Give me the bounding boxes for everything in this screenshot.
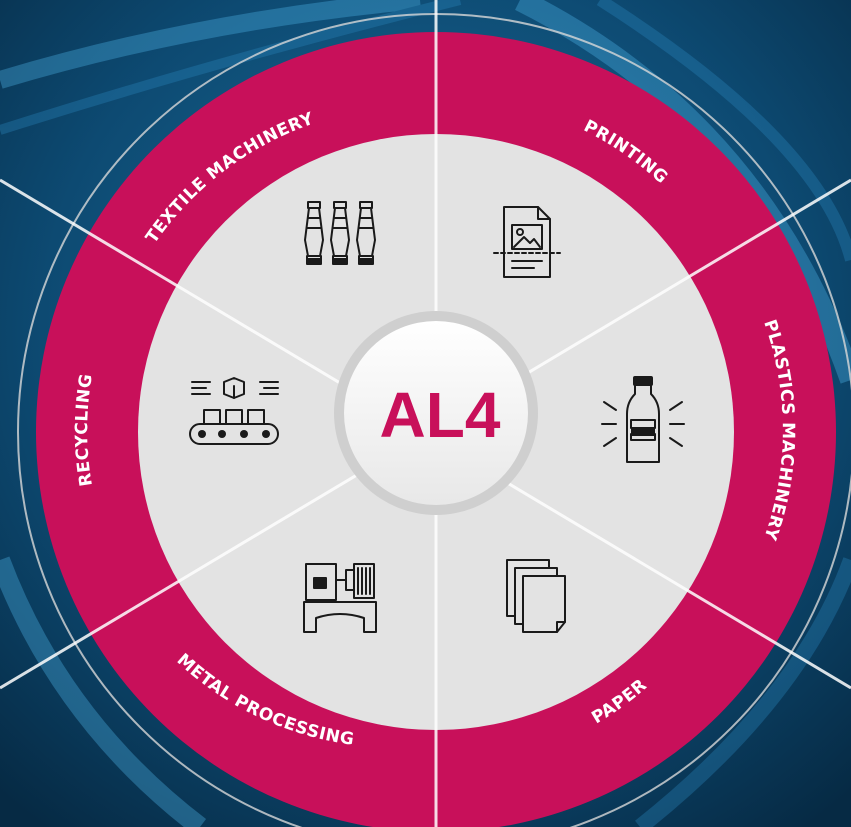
printed-document-icon xyxy=(493,206,561,278)
paper-stack-icon xyxy=(506,559,566,633)
lathe-machine-icon xyxy=(303,563,377,633)
conveyor-belt-icon xyxy=(189,377,279,445)
center-label: AL4 xyxy=(380,379,501,451)
plastic-bottle-icon xyxy=(601,376,685,463)
spindles-icon xyxy=(304,201,376,265)
center-circle xyxy=(344,321,528,505)
